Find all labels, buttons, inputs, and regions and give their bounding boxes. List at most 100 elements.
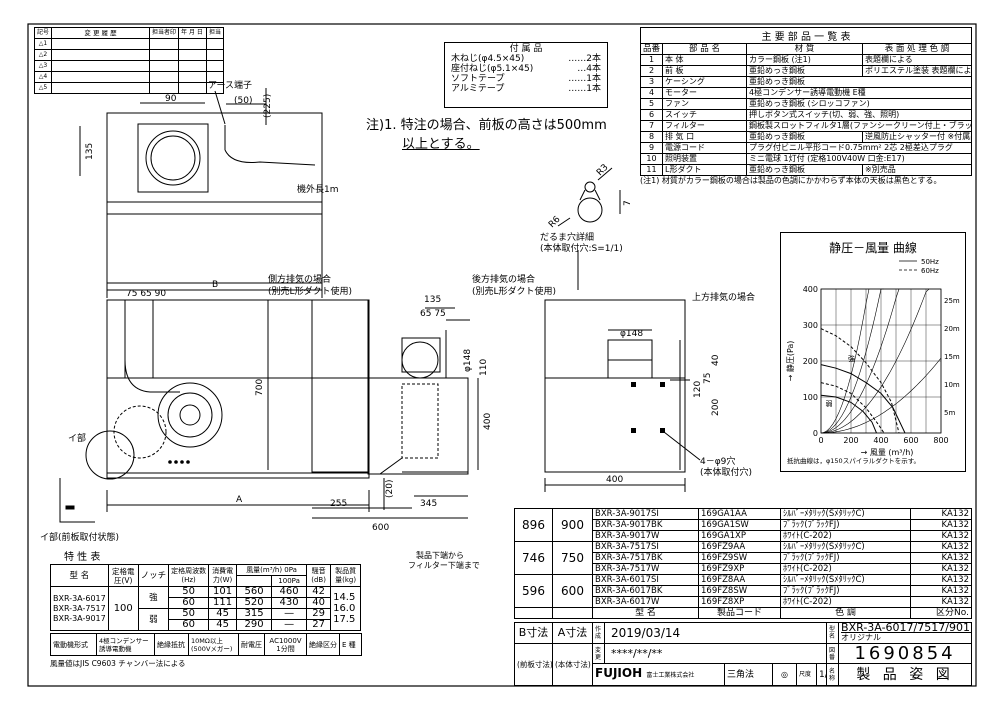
accessory-item-2: 座付ねじ(φ5.1×45)…4本 (451, 63, 601, 74)
char-cell: 50 (168, 586, 210, 598)
filter-note-2: フィルター下端まで (408, 560, 480, 570)
revision-mark-3: △3 (33, 60, 53, 72)
model-cell-no: KA132 (910, 541, 972, 553)
withstand-label: 耐電圧 (238, 633, 265, 656)
dim-110: 110 (479, 359, 489, 376)
char-cell: — (271, 619, 308, 631)
dim-600: 600 (372, 523, 389, 533)
model-cell-model: BXR-3A-7517W (592, 563, 699, 575)
char-weights: 14.5 16.0 17.5 (330, 586, 362, 631)
char-cell: 40 (306, 597, 332, 609)
char-notch-weak: 弱 (137, 608, 170, 631)
rear-exhaust-label: 後方排気の場合 (472, 273, 535, 285)
char-cell: 60 (168, 597, 210, 609)
dim-a-label: A (236, 495, 243, 505)
a-dimension-label: A寸法 (552, 622, 593, 644)
model-cell-code: 169FZ8XP (698, 596, 781, 608)
accessory-item-3: ソフトテープ……1本 (451, 73, 601, 84)
model-cell-no: KA132 (910, 574, 972, 586)
chart-y-tick: 0 (813, 429, 818, 438)
dim-225: (225) (263, 94, 273, 118)
drawing-number-label: 図番 (826, 643, 840, 664)
char-cell: 430 (271, 597, 308, 609)
cord-length: 機外長1m (297, 183, 339, 195)
accessories-box: 付 属 品 木ねじ(φ4.5×45)……2本 座付ねじ(φ5.1×45)…4本 … (444, 42, 608, 108)
model-cell-code: 169FZ8SW (698, 585, 781, 597)
model-cell-no: KA132 (910, 596, 972, 608)
model-cell-model: BXR-3A-9017SI (592, 508, 699, 520)
model-cell-no: KA132 (910, 585, 972, 597)
model-cell-color: ｼﾙﾊﾞｰﾒﾀﾘｯｸ(SﾒﾀﾘｯｸC) (780, 508, 911, 520)
model-cell-model: BXR-3A-6017BK (592, 585, 699, 597)
model-header-no: 区分No. (910, 607, 972, 619)
model-cell-no: KA132 (910, 508, 972, 520)
model-cell-color: ﾌﾞﾗｯｸ(ﾌﾞﾗｯｸFJ) (780, 585, 911, 597)
model-cell-color: ｼﾙﾊﾞｰﾒﾀﾘｯｸ(SﾒﾀﾘｯｸC) (780, 541, 911, 553)
model-name-value: BXR-3A-6017/7517/9017 オリジナル (838, 622, 972, 644)
model-cell-color: ﾎﾜｲﾄ(C-202) (780, 563, 911, 575)
model-cell-no: KA132 (910, 563, 972, 575)
parts-cell-finish: ※別売品 (862, 164, 972, 176)
b-dimension-label: B寸法 (514, 622, 553, 644)
char-cell: 460 (271, 586, 308, 598)
parts-cell-finish: ポリエステル塗装 表題欄による (862, 65, 972, 77)
dim-75-top: 75 (703, 373, 713, 384)
chart-mode-weak: 弱 (826, 400, 833, 408)
parts-table-title: 主 要 部 品 一 覧 表 (640, 27, 972, 43)
chart-x-tick: 0 (818, 436, 823, 445)
chart-x-tick: 800 (933, 436, 948, 445)
model-cell-color: ﾎﾜｲﾄ(C-202) (780, 530, 911, 542)
chart-legend-50hz: 50Hz (921, 258, 939, 266)
model-cell-no: KA132 (910, 519, 972, 531)
model-cell-code: 169GA1SW (698, 519, 781, 531)
model-header-row: 型 名製品コード色 調区分No. (514, 607, 972, 619)
part-i-caption: イ部(前板取付状態) (40, 531, 119, 543)
dim-148-top: φ148 (620, 329, 643, 339)
special-order-note: 注)1. 特注の場合、前板の高さは500mm 以上とする。 (366, 114, 607, 152)
dim-700: 700 (255, 379, 265, 396)
drawing-number: 1690854 (838, 643, 972, 664)
char-cell: 29 (306, 608, 332, 620)
char-voltage: 100 (107, 586, 139, 631)
char-header-model: 型 名 (50, 564, 109, 587)
dim-65-75: 65 75 (420, 309, 446, 319)
char-cell: 315 (236, 608, 273, 620)
model-b-dimension: 596 (514, 574, 553, 608)
revision-mark-5: △5 (33, 82, 53, 94)
parts-table: 主 要 部 品 一 覧 表 品番 部 品 名 材 質 表 面 処 理 色 調 1… (640, 27, 972, 185)
char-cell: 290 (236, 619, 273, 631)
model-cell-model: BXR-3A-7517SI (592, 541, 699, 553)
model-b-dimension: 746 (514, 541, 553, 575)
dim-135: 135 (85, 143, 95, 160)
characteristics-title: 特 性 表 (64, 552, 101, 563)
dim-120: 120 (693, 381, 703, 398)
chart-duct-label: 25m (944, 297, 960, 305)
dim-400-horizontal: 400 (606, 475, 623, 485)
chart-y-tick: 300 (803, 321, 818, 330)
char-cell: 111 (208, 597, 238, 609)
char-header-notch: ノッチ (137, 564, 170, 587)
mounting-hole-sub: (本体取付穴) (700, 466, 752, 478)
scale-value: 1/10 (815, 663, 828, 686)
model-cell-color: ﾌﾞﾗｯｸ(ﾌﾞﾗｯｸFJ) (780, 552, 911, 564)
chart-series-line (820, 328, 900, 434)
parts-footnote: (注1) 材質がカラー鋼板の場合は製品の色調にかかわらず本体の天板は黒色とする。 (640, 176, 942, 185)
char-notch-strong: 強 (137, 586, 170, 609)
changed-label: 変更 (592, 643, 605, 664)
model-cell-code: 169FZ9SW (698, 552, 781, 564)
airflow-note: 風量値はJIS C9603 チャンバー法による (50, 659, 186, 668)
dim-b-label: B (212, 280, 218, 290)
char-cell: 560 (236, 586, 273, 598)
chart-series-line (820, 394, 877, 434)
side-exhaust-sub: (別売L形ダクト使用) (268, 285, 352, 297)
model-cell-color: ﾌﾞﾗｯｸ(ﾌﾞﾗｯｸFJ) (780, 519, 911, 531)
model-a-dimension: 900 (552, 508, 593, 542)
